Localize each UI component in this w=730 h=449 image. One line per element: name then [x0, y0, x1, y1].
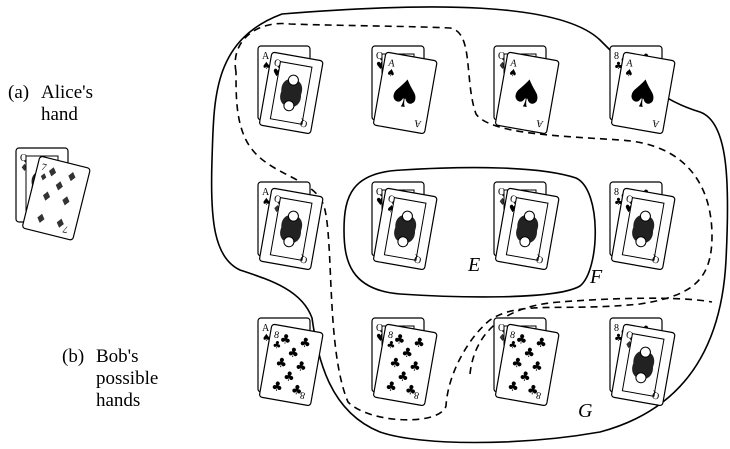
bob-hand-1: A♠♠AQ♥Q — [258, 46, 323, 134]
region-f-label: F — [590, 266, 602, 289]
alice-label-marker: (a) — [8, 82, 29, 104]
bob-hand-2: Q♥QA♠♠A — [372, 46, 437, 134]
bob-hand-6: Q♥QQ♠Q — [372, 182, 437, 270]
alice-label-line1: Alice's — [41, 82, 93, 104]
bob-hand-4: 8♣♣♣♣♣♣♣♣♣8A♠♠A — [610, 46, 675, 134]
region-e-label: E — [468, 254, 480, 277]
bob-hand-12: 8♣♣♣♣♣♣♣♣♣8Q♦Q — [610, 318, 675, 406]
bob-label-line1: Bob's — [96, 346, 139, 368]
bob-hand-9: A♠♠A8♣♣♣♣♣♣♣♣♣8 — [258, 318, 323, 406]
bob-hand-7: Q♦QQ♥Q — [494, 182, 559, 270]
bob-label-line2: possible — [96, 368, 158, 390]
alice-label-line2: hand — [41, 104, 78, 126]
bob-hand-10: Q♥Q8♣♣♣♣♣♣♣♣♣8 — [372, 318, 437, 406]
bob-hand-11: Q♦Q8♣♣♣♣♣♣♣♣♣8 — [494, 318, 559, 406]
bob-label-line3: hands — [96, 390, 140, 412]
region-g-label: G — [578, 400, 592, 423]
bob-hand-8: 8♣♣♣♣♣♣♣♣♣8Q♥Q — [610, 182, 675, 270]
alice-hand: Q♦Q7♦♦♦♦♦♦♦♦7 — [16, 148, 90, 240]
bob-hand-5: A♠♠AQ♦Q — [258, 182, 323, 270]
bob-hand-3: Q♦QA♠♠A — [494, 46, 559, 134]
bob-label-marker: (b) — [62, 346, 84, 368]
